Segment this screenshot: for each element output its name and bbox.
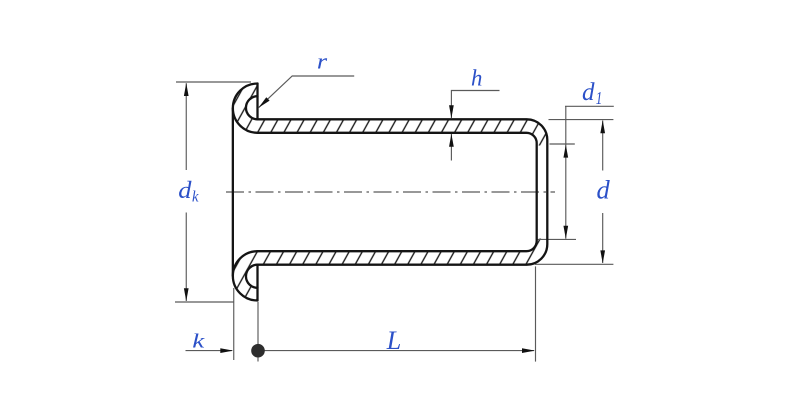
svg-text:1: 1	[596, 88, 603, 108]
svg-text:k: k	[192, 331, 205, 353]
svg-text:r: r	[317, 49, 328, 74]
svg-text:L: L	[386, 326, 402, 355]
svg-text:d: d	[597, 175, 611, 204]
svg-text:k: k	[192, 189, 199, 206]
svg-text:d: d	[178, 178, 192, 204]
svg-text:h: h	[471, 66, 482, 91]
svg-text:d: d	[582, 79, 595, 106]
